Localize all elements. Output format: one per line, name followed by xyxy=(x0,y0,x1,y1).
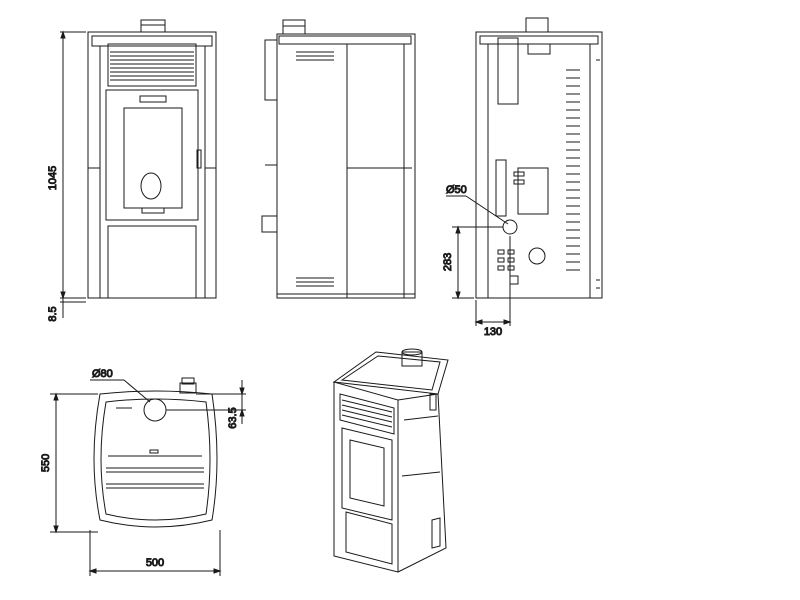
front-view xyxy=(87,19,217,299)
label-depth: 550 xyxy=(40,454,52,472)
dim-outlet-height xyxy=(452,225,503,300)
label-outlet-height: 283 xyxy=(442,253,454,271)
dim-depth xyxy=(50,392,98,534)
label-height-total: 1045 xyxy=(47,166,59,190)
leader-outlet-diameter xyxy=(446,195,509,225)
perspective-view xyxy=(332,348,449,573)
back-view xyxy=(475,17,603,299)
back-terminals xyxy=(497,171,525,285)
perspective-grille xyxy=(341,399,393,428)
dim-foot-height xyxy=(60,298,86,318)
front-grille-slats xyxy=(110,51,194,81)
label-flue-offset: 63.5 xyxy=(227,407,239,428)
side-vent-bottom xyxy=(296,277,334,287)
leader-flue-diameter xyxy=(90,379,151,403)
dim-outlet-offset xyxy=(474,236,512,326)
label-outlet-offset: 130 xyxy=(484,326,502,338)
dim-flue-offset xyxy=(166,380,246,424)
side-view xyxy=(261,19,416,299)
label-foot-height: 8.5 xyxy=(47,306,59,321)
label-flue-diameter: Ø80 xyxy=(92,368,113,380)
top-view xyxy=(93,377,218,528)
label-width: 500 xyxy=(146,557,164,569)
label-outlet-diameter: Ø50 xyxy=(446,184,467,196)
side-vent-top xyxy=(296,51,334,61)
back-vent-slots xyxy=(566,59,600,289)
dim-width xyxy=(88,530,222,576)
dim-height-total xyxy=(60,30,86,300)
